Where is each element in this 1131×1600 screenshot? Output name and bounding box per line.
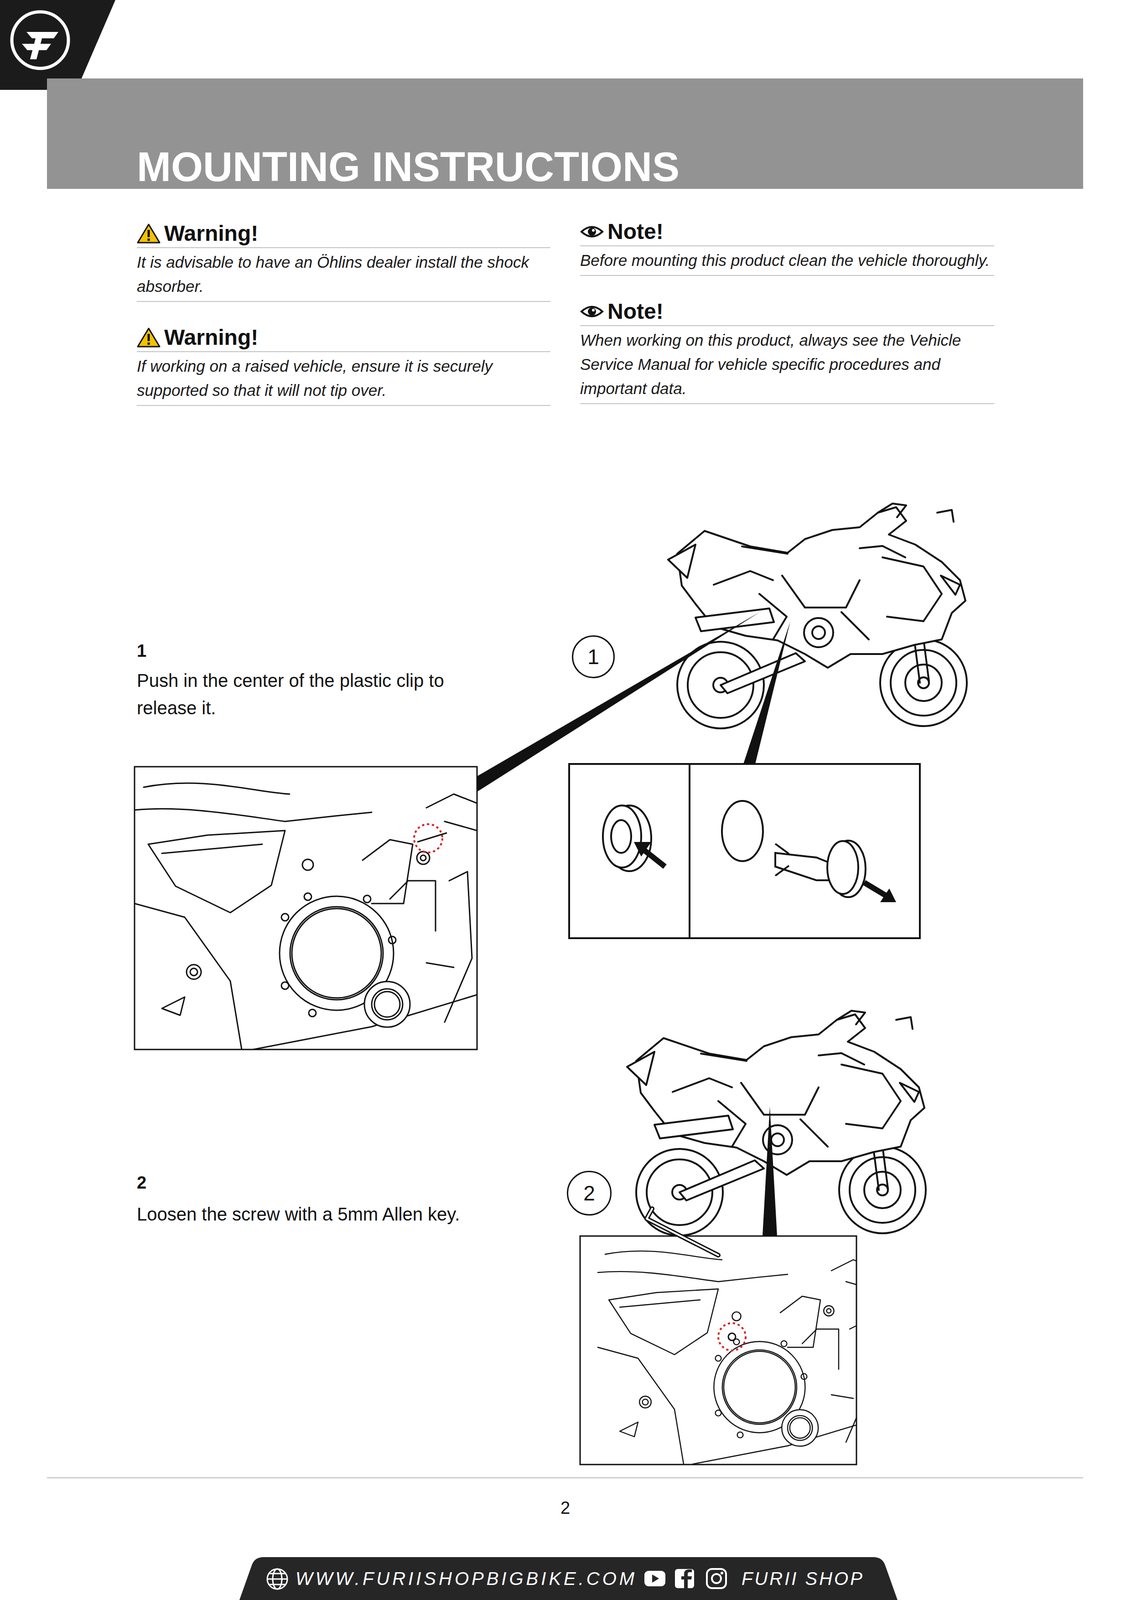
step-number: 1 [136, 640, 147, 662]
notice-heading-row: Warning! [136, 220, 551, 249]
callout-circle: 1 [571, 635, 615, 679]
note-icon [580, 300, 604, 322]
notice-heading: Warning! [164, 324, 259, 351]
callout-circle: 2 [566, 1170, 612, 1216]
page-number: 2 [560, 1497, 571, 1519]
notice-heading-row: Note! [580, 218, 995, 247]
notice-column: Note!Before mounting this product clean … [580, 218, 995, 405]
notice-heading: Warning! [164, 220, 259, 247]
notice-body: It is advisable to have an Öhlins dealer… [136, 248, 551, 302]
notice-body: When working on this product, always see… [580, 326, 995, 405]
notice-heading: Note! [607, 218, 664, 245]
footer-brand: FURII SHOP [741, 1567, 865, 1590]
notice-column: Warning!It is advisable to have an Öhlin… [136, 220, 551, 406]
callout-number: 2 [583, 1181, 596, 1205]
footer-url: WWW.FURIISHOPBIGBIKE.COM [295, 1567, 638, 1590]
warning-icon [136, 326, 161, 348]
callout-number: 1 [587, 644, 600, 669]
warning-icon [136, 223, 161, 244]
note-icon [580, 221, 604, 243]
step-text: Push in the center of the plastic clip t… [136, 666, 502, 722]
notice-heading-row: Note! [580, 298, 995, 327]
notice-body: If working on a raised vehicle, ensure i… [136, 352, 551, 406]
page-title: MOUNTING INSTRUCTIONS [136, 145, 680, 189]
step-text: Loosen the screw with a 5mm Allen key. [136, 1200, 593, 1228]
notice-heading: Note! [607, 298, 664, 325]
notice-body: Before mounting this product clean the v… [580, 246, 995, 276]
step-number: 2 [136, 1172, 147, 1194]
notice-heading-row: Warning! [136, 324, 551, 353]
